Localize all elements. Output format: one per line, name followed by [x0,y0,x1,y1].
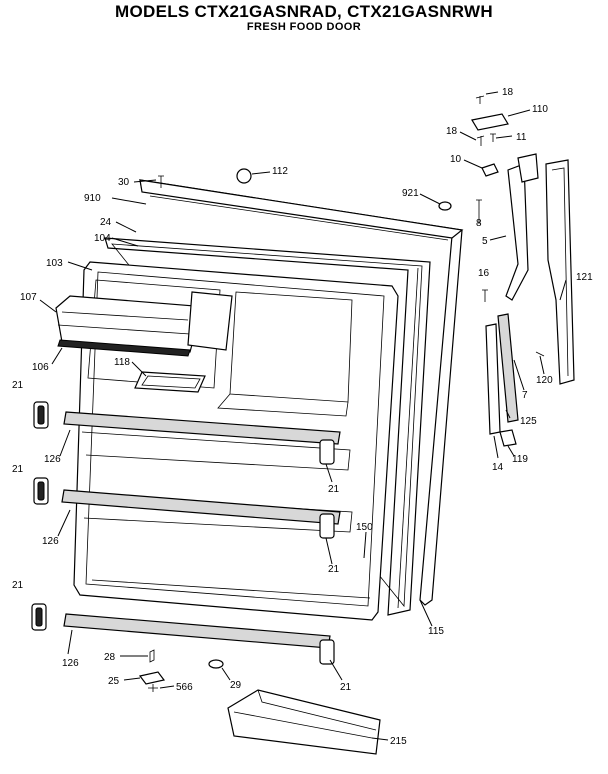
callout-18: 18 [502,87,514,98]
callout-24: 24 [100,217,112,228]
callout-106: 106 [32,362,49,373]
callout-150: 150 [356,522,373,533]
handle-trim-strips [485,313,545,447]
callout-118: 118 [114,357,130,368]
callout-921: 921 [402,188,419,199]
callout-28: 28 [104,652,116,663]
hinge-assembly [471,95,539,302]
callout-21: 21 [328,484,340,495]
callout-126: 126 [42,536,59,547]
callout-115: 115 [428,626,444,637]
callout-8: 8 [476,218,482,229]
callout-11: 11 [516,132,527,143]
callout-21: 21 [12,380,24,391]
callout-107: 107 [20,292,37,303]
callout-126: 126 [62,658,79,669]
callout-30: 30 [118,177,130,188]
callout-103: 103 [46,258,63,269]
callout-10: 10 [450,154,462,165]
dairy-door [55,291,233,357]
callout-121: 121 [576,272,593,283]
callout-104: 104 [94,233,111,244]
callout-21: 21 [328,564,340,575]
callout-126: 126 [44,454,61,465]
callout-14: 14 [492,462,504,473]
callout-566: 566 [176,682,193,693]
small-parts-bottom [138,649,224,692]
butter-tray [134,371,206,393]
callout-112: 112 [272,166,288,177]
callout-25: 25 [108,676,120,687]
shelf-bars [61,411,341,649]
callout-119: 119 [512,454,528,465]
callout-21: 21 [12,464,24,475]
diagram-subtitle: FRESH FOOD DOOR [246,21,362,33]
callout-110: 110 [532,104,548,115]
callout-21: 21 [340,682,352,693]
callout-labels: 18 110 18 11 10 30 112 910 921 8 24 104 … [12,87,593,747]
callout-16: 16 [478,268,490,279]
diagram-title: MODELS CTX21GASNRAD, CTX21GASNRWH [115,2,493,21]
callout-29: 29 [230,680,242,691]
leader-lines [39,91,567,741]
callout-18: 18 [446,126,458,137]
callout-125: 125 [520,416,537,427]
outer-door-panel [139,179,464,606]
callout-120: 120 [536,375,553,386]
door-bin [227,689,381,755]
callout-215: 215 [390,736,407,747]
top-small-parts [158,168,452,211]
callout-5: 5 [482,236,488,247]
callout-21: 21 [12,580,24,591]
shelf-brackets [31,401,335,665]
callout-7: 7 [522,390,528,401]
door-handle [545,159,575,385]
callout-910: 910 [84,193,101,204]
